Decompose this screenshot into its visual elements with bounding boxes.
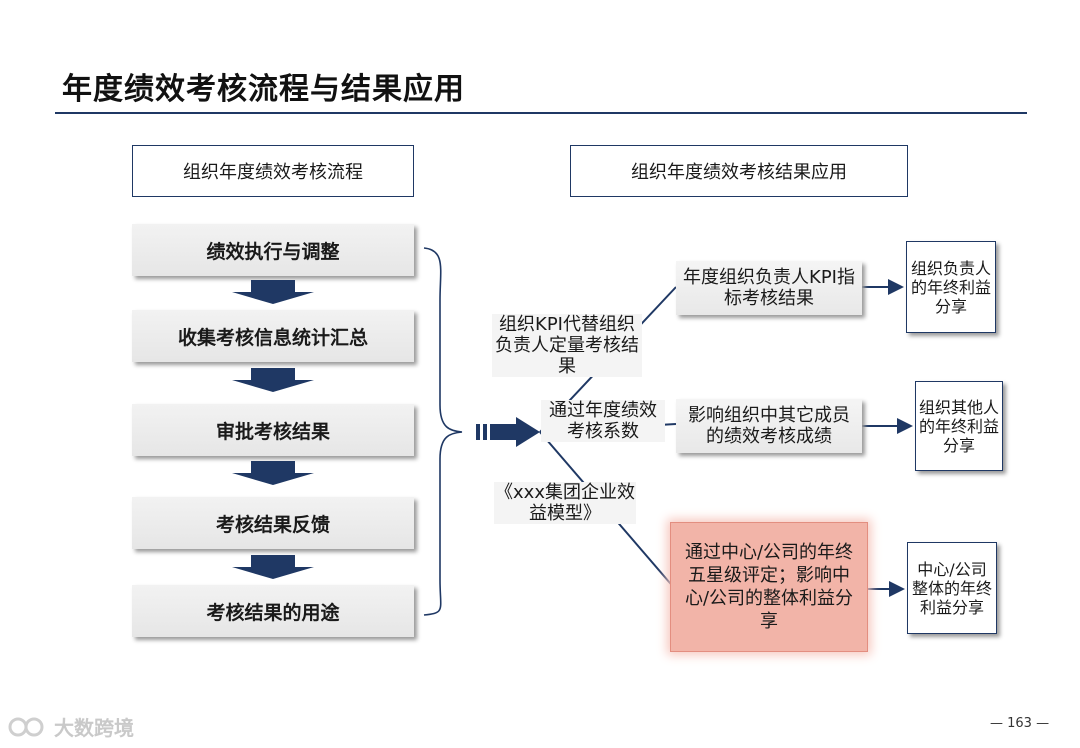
step-3: 审批考核结果 [132,404,414,456]
step-5: 考核结果的用途 [132,585,414,637]
down-arrow-icon [232,280,314,304]
main-right-arrow [476,417,540,447]
down-arrow-icon [232,555,314,579]
result-center-rating: 通过中心/公司的年终五星级评定；影响中心/公司的整体利益分享 [670,522,868,652]
left-header: 组织年度绩效考核流程 [132,145,414,197]
branch-label-coefficient: 通过年度绩效考核系数 [541,400,665,442]
result-members: 影响组织中其它成员的绩效考核成绩 [676,399,862,453]
outcome-center: 中心/公司整体的年终利益分享 [907,542,997,634]
watermark-logo-icon [8,717,44,736]
result-kpi: 年度组织负责人KPI指标考核结果 [676,261,862,315]
branch-label-kpi: 组织KPI代替组织负责人定量考核结果 [492,314,642,377]
down-arrow-icon [232,368,314,392]
outcome-leader: 组织负责人的年终利益分享 [906,241,996,333]
watermark: 大数跨境 [8,712,134,741]
step-4: 考核结果反馈 [132,497,414,549]
bracket-brace [423,247,463,616]
step-2: 收集考核信息统计汇总 [132,310,414,362]
page-title: 年度绩效考核流程与结果应用 [62,72,465,107]
right-header: 组织年度绩效考核结果应用 [570,145,908,197]
branch-label-model: 《xxx集团企业效益模型》 [494,482,636,524]
outcome-others: 组织其他人的年终利益分享 [915,381,1003,471]
watermark-text: 大数跨境 [54,716,134,740]
page-number: — 163 — [990,716,1050,731]
step-1: 绩效执行与调整 [132,224,414,276]
title-divider [55,112,1027,114]
down-arrow-icon [232,461,314,485]
